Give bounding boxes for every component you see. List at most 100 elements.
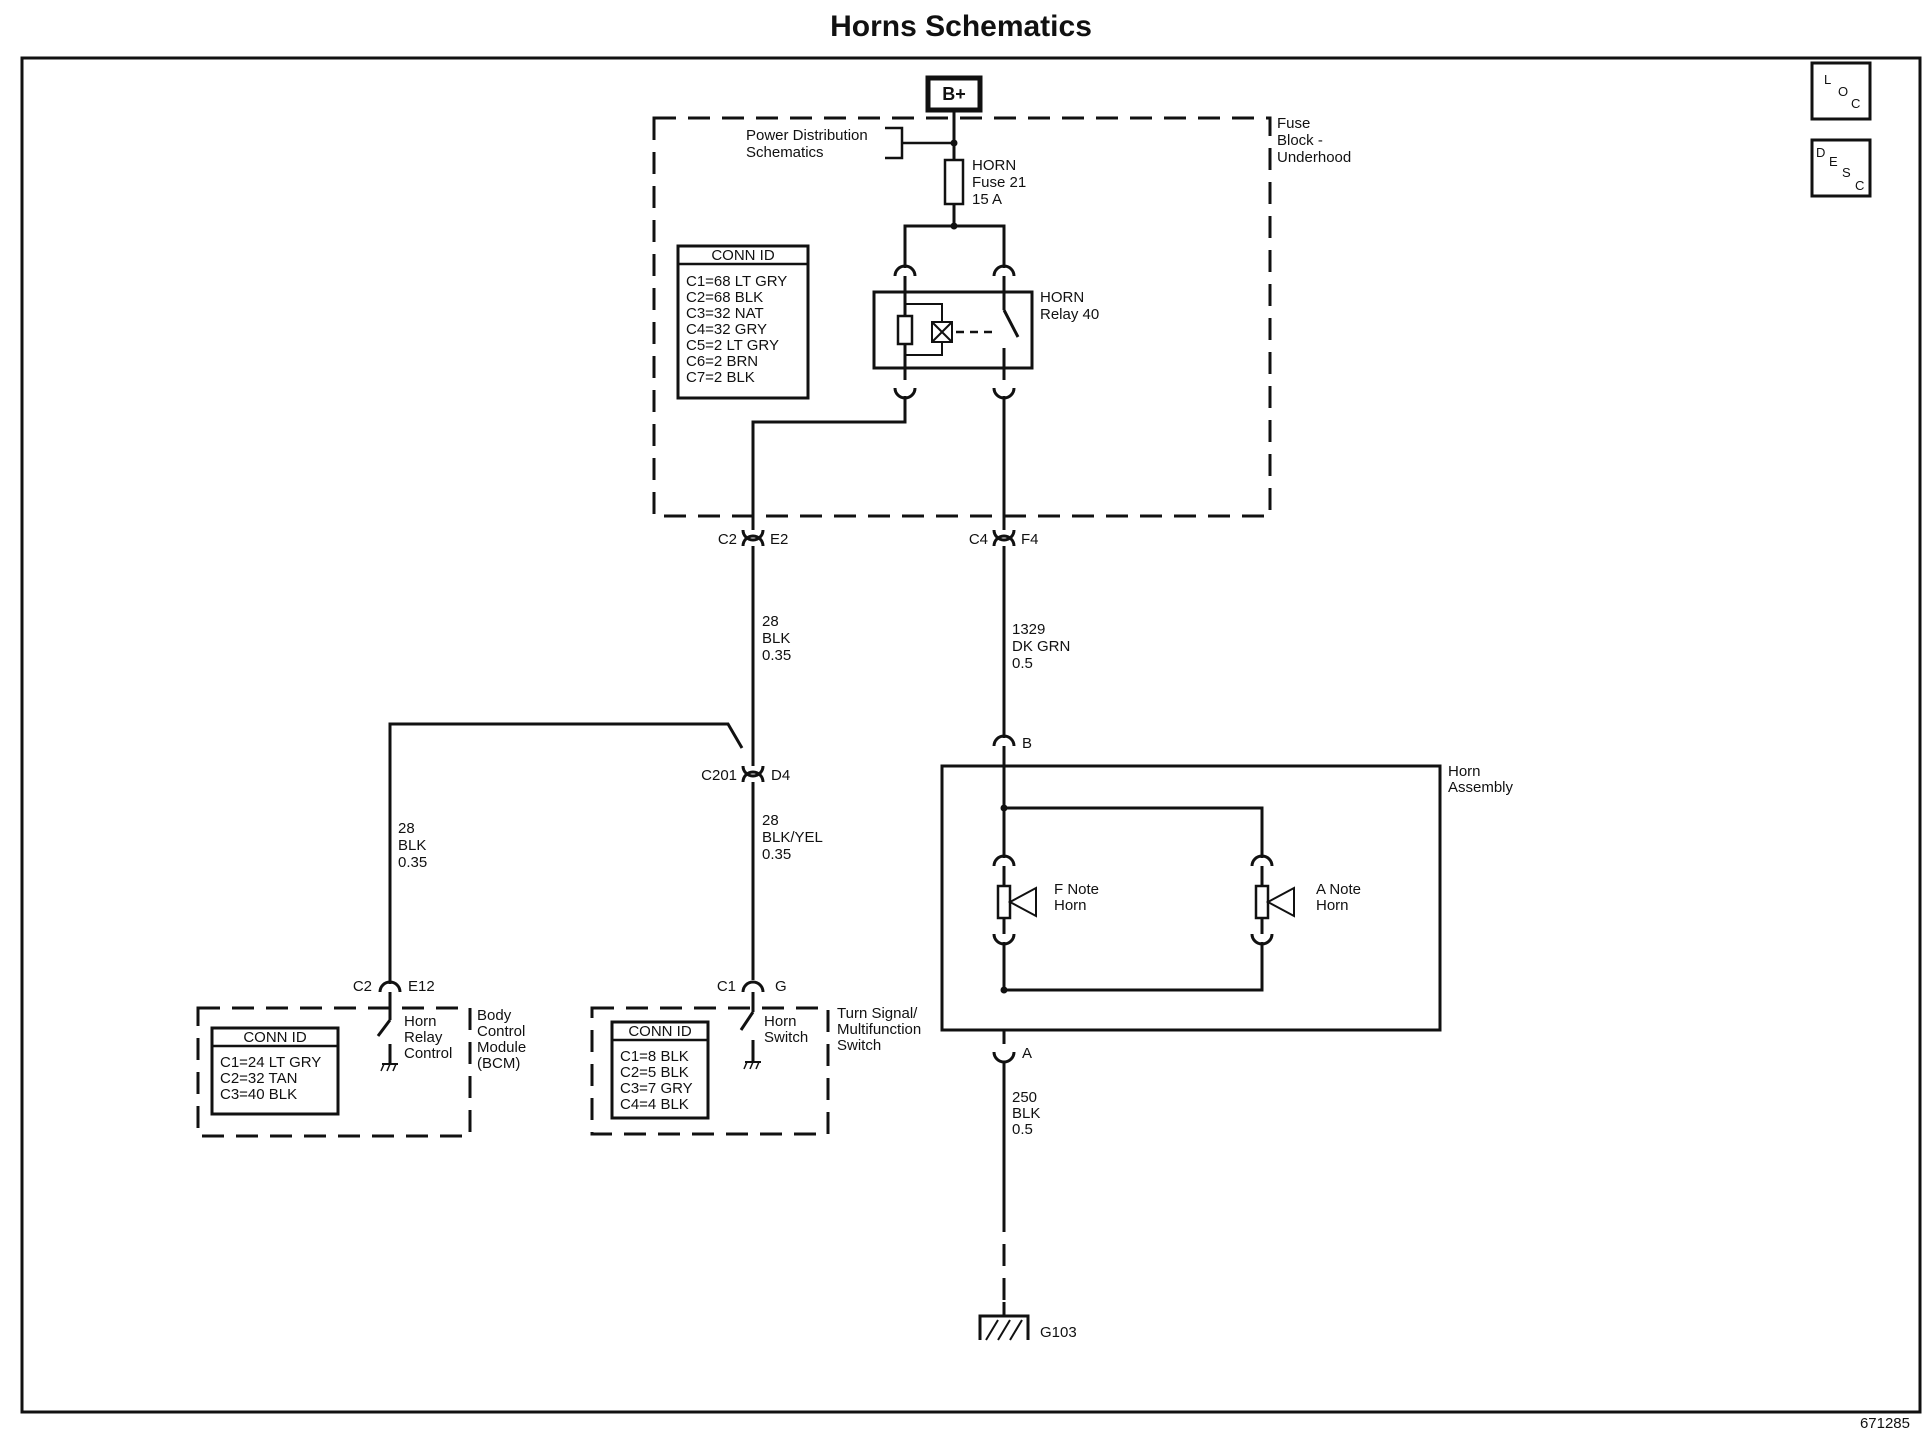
loc-letter-1: L [1824,72,1831,87]
svg-text:G: G [775,978,787,995]
relay-coil-ground-wire [751,396,907,530]
conn-id-row: C7=2 BLK [686,369,755,386]
bcm-boundary [196,1006,472,1138]
a-note-horn [1250,854,1295,946]
conn-id-row: C3=7 GRY [620,1080,693,1097]
conn-id-row: C3=32 NAT [686,305,764,322]
connector-c4-f4: C4 F4 [969,529,1039,548]
svg-text:Horn: Horn [764,1013,797,1030]
svg-text:HORN: HORN [1040,289,1084,306]
svg-text:28: 28 [762,613,779,630]
desc-letter-3: S [1842,165,1851,180]
conn-id-row: C2=5 BLK [620,1064,689,1081]
battery-positive-box: B+ [925,75,983,113]
ground-g103-symbol [978,1302,1030,1341]
svg-text:Assembly: Assembly [1448,779,1514,796]
svg-text:Turn Signal/: Turn Signal/ [837,1005,918,1022]
power-distribution-link[interactable]: Power Distribution Schematics [746,127,868,161]
connector-b: B [992,734,1032,752]
horn-assembly-label: Horn Assembly [1448,763,1514,796]
svg-text:HORN: HORN [972,157,1016,174]
svg-text:BLK: BLK [1012,1105,1040,1122]
svg-text:C1: C1 [717,978,736,995]
svg-text:C4: C4 [969,531,988,548]
horn-switch [739,992,761,1070]
svg-text:Horn: Horn [1448,763,1481,780]
svg-text:F Note: F Note [1054,881,1099,898]
horn-relay-label: HORN Relay 40 [1040,289,1099,323]
svg-text:28: 28 [398,820,415,837]
relay-feed-wire [903,224,1006,268]
svg-text:Relay: Relay [404,1029,443,1046]
b-plus-label: B+ [942,84,966,104]
svg-text:15 A: 15 A [972,191,1002,208]
conn-id-row: C1=8 BLK [620,1048,689,1065]
splice-dot [1000,804,1008,812]
connector-a: A [992,1030,1032,1064]
svg-text:DK GRN: DK GRN [1012,638,1070,655]
svg-text:0.35: 0.35 [398,854,427,871]
loc-letter-3: C [1851,96,1860,111]
svg-text:E12: E12 [408,978,435,995]
f-note-horn-label: F Note Horn [1054,881,1099,914]
conn-id-header: CONN ID [711,247,775,264]
horn-relay [872,264,1034,400]
conn-id-row: C6=2 BRN [686,353,758,370]
horn-assembly-wiring [1002,746,1264,992]
svg-text:Body: Body [477,1007,512,1024]
conn-id-row: C4=32 GRY [686,321,767,338]
svg-text:C2: C2 [718,531,737,548]
wire-28-blk-bcm-label: 28 BLK 0.35 [398,820,427,871]
bcm-branch-wire [388,722,744,978]
turn-signal-conn-id-table: CONN ID C1=8 BLK C2=5 BLK C3=7 GRY C4=4 … [610,1020,710,1120]
splice-dot [950,139,958,147]
horn-fuse-label: HORN Fuse 21 15 A [972,157,1026,208]
ground-g103-label: G103 [1040,1324,1077,1341]
svg-text:28: 28 [762,812,779,829]
conn-id-row: C1=24 LT GRY [220,1054,321,1071]
conn-id-row: C1=68 LT GRY [686,273,787,290]
svg-text:Horn: Horn [1316,897,1349,914]
turn-signal-switch-boundary [590,1006,830,1136]
diagram-frame [20,56,1922,1414]
svg-text:Control: Control [404,1045,452,1062]
fuse-block-conn-id-table: CONN ID C1=68 LT GRY C2=68 BLK C3=32 NAT… [676,244,810,400]
f-note-horn [992,854,1037,946]
fuse-block-boundary [652,116,1272,518]
wire-28-blk-yel-label: 28 BLK/YEL 0.35 [762,812,823,863]
horn-assembly-boundary [940,764,1442,1032]
horn-relay-control-label: Horn Relay Control [404,1013,452,1062]
svg-text:Control: Control [477,1023,525,1040]
svg-text:0.35: 0.35 [762,647,791,664]
svg-text:250: 250 [1012,1089,1037,1106]
desc-button[interactable]: D E S C [1810,138,1872,198]
svg-text:C201: C201 [701,767,737,784]
svg-text:Switch: Switch [764,1029,808,1046]
svg-text:Block -: Block - [1277,132,1323,149]
svg-text:Horn: Horn [404,1013,437,1030]
conn-id-row: C4=4 BLK [620,1096,689,1113]
horn-switch-label: Horn Switch [764,1013,808,1046]
conn-id-row: C3=40 BLK [220,1086,297,1103]
a-note-horn-label: A Note Horn [1316,881,1361,914]
svg-text:0.35: 0.35 [762,846,791,863]
loc-button[interactable]: L O C [1810,61,1872,121]
desc-letter-2: E [1829,154,1838,169]
conn-id-header: CONN ID [628,1023,692,1040]
svg-text:E2: E2 [770,531,788,548]
page-title: Horns Schematics [830,10,1092,43]
conn-id-row: C2=68 BLK [686,289,763,306]
conn-id-row: C2=32 TAN [220,1070,297,1087]
svg-text:A: A [1022,1045,1032,1062]
svg-text:Relay 40: Relay 40 [1040,306,1099,323]
wire-1329-label: 1329 DK GRN 0.5 [1012,621,1070,672]
connector-c2-e12: C2 E12 [353,978,435,995]
horn-relay-control-switch [376,992,398,1072]
wire-250-label: 250 BLK 0.5 [1012,1089,1040,1138]
wire-28-blk-label: 28 BLK 0.35 [762,613,791,664]
svg-text:F4: F4 [1021,531,1039,548]
svg-text:Horn: Horn [1054,897,1087,914]
conn-id-header: CONN ID [243,1029,307,1046]
figure-id: 671285 [1860,1415,1910,1432]
